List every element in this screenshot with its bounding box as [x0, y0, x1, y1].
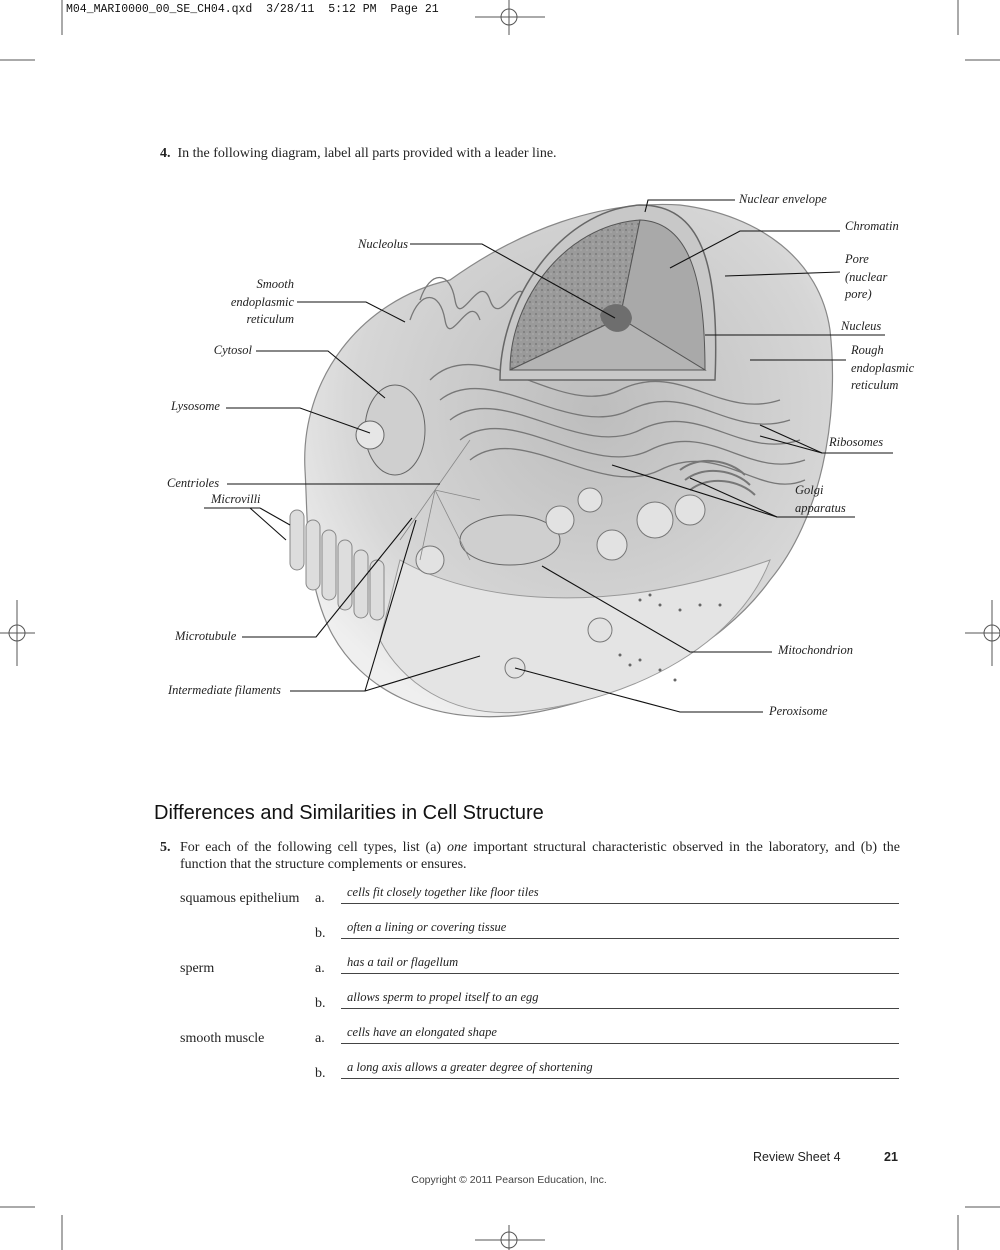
label-smooth-er-line2: endoplasmic	[230, 294, 294, 309]
answer-row: squamous epithelium a. cells fit closely…	[180, 885, 899, 906]
label-smooth-er: Smooth endoplasmic reticulum	[231, 276, 294, 329]
label-smooth-er-line1: Smooth	[256, 277, 295, 291]
question-text-2: important structural characteristic obse…	[180, 840, 901, 872]
question-text: In the following diagram, label all part…	[177, 146, 557, 161]
question-number: 4.	[160, 146, 171, 161]
answer-letter: a.	[315, 961, 325, 976]
label-rough-er-line3: reticulum	[851, 378, 899, 392]
answer-letter: a.	[315, 891, 325, 906]
answer-row: b. a long axis allows a greater degree o…	[180, 1060, 899, 1081]
label-golgi-line1: Golgi	[795, 483, 824, 497]
cell-type: smooth muscle	[180, 1031, 265, 1046]
answer-field[interactable]: has a tail or flagellum	[341, 955, 899, 974]
answer-row: b. often a lining or covering tissue	[180, 920, 899, 941]
answer-letter: b.	[315, 996, 326, 1011]
label-microtubule: Microtubule	[175, 629, 237, 643]
answer-field[interactable]: cells fit closely together like floor ti…	[341, 885, 899, 904]
label-lysosome: Lysosome	[171, 399, 220, 413]
answer-field[interactable]: cells have an elongated shape	[341, 1025, 899, 1044]
cell-diagram	[204, 199, 893, 718]
answer-field[interactable]: a long axis allows a greater degree of s…	[341, 1060, 899, 1079]
question-number: 5.	[160, 840, 171, 855]
page-number: 21	[884, 1150, 898, 1164]
label-ribosomes: Ribosomes	[829, 435, 884, 449]
question-5: 5. For each of the following cell types,…	[160, 839, 900, 873]
label-rough-er: Rough endoplasmic reticulum	[851, 342, 914, 395]
label-cytosol: Cytosol	[213, 343, 252, 357]
label-centrioles: Centrioles	[167, 476, 220, 490]
label-nucleolus: Nucleolus	[358, 237, 408, 251]
label-pore: Pore (nuclear pore)	[845, 251, 887, 304]
label-chromatin: Chromatin	[845, 219, 899, 233]
nucleolus-shape	[600, 304, 632, 332]
label-pore-line2: (nuclear	[845, 269, 888, 284]
cell-body	[289, 203, 834, 718]
label-smooth-er-line3: reticulum	[246, 312, 294, 326]
question-text-em: one	[446, 840, 468, 855]
label-golgi: Golgi apparatus	[795, 482, 846, 517]
answer-row: sperm a. has a tail or flagellum	[180, 955, 899, 976]
answer-letter: a.	[315, 1031, 325, 1046]
label-golgi-line2: apparatus	[795, 500, 846, 515]
answer-field[interactable]: often a lining or covering tissue	[341, 920, 899, 939]
section-heading: Differences and Similarities in Cell Str…	[154, 802, 544, 824]
answer-letter: b.	[315, 1066, 326, 1081]
copyright: Copyright © 2011 Pearson Education, Inc.	[411, 1174, 607, 1186]
question-4: 4. In the following diagram, label all p…	[160, 145, 557, 162]
label-pore-line3: pore)	[845, 287, 872, 301]
file-slug: M04_MARI0000_00_SE_CH04.qxd 3/28/11 5:12…	[66, 3, 439, 16]
answer-row: b. allows sperm to propel itself to an e…	[180, 990, 899, 1011]
label-pore-line1: Pore	[845, 252, 869, 266]
label-rough-er-line1: Rough	[851, 343, 884, 357]
label-nucleus: Nucleus	[841, 319, 882, 333]
label-mitochondrion: Mitochondrion	[778, 643, 853, 657]
footer-section: Review Sheet 4	[753, 1150, 841, 1164]
label-nuclear-envelope: Nuclear envelope	[739, 192, 827, 206]
answer-row: smooth muscle a. cells have an elongated…	[180, 1025, 899, 1046]
label-intermediate-filaments: Intermediate filaments	[168, 683, 281, 697]
question-text-1: For each of the following cell types, li…	[180, 840, 442, 855]
answer-letter: b.	[315, 926, 326, 941]
leader-lines	[204, 199, 893, 713]
label-peroxisome: Peroxisome	[769, 704, 828, 718]
cell-type: squamous epithelium	[180, 891, 300, 906]
label-rough-er-line2: endoplasmic	[851, 360, 915, 375]
answer-field[interactable]: allows sperm to propel itself to an egg	[341, 990, 899, 1009]
cell-type: sperm	[180, 961, 215, 976]
label-microvilli: Microvilli	[211, 492, 261, 506]
